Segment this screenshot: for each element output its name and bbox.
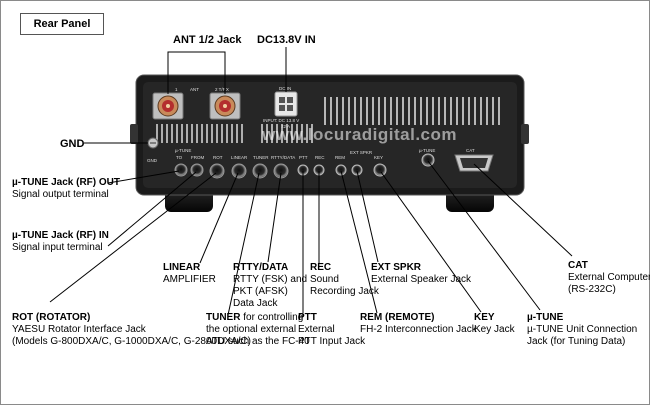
tuner-jack [253,164,267,178]
tune-out-desc: Signal output terminal [12,189,109,200]
tuner-panel-label: TUNER [253,155,269,160]
cat-connector [455,155,493,171]
rec-panel-label: REC [315,155,325,160]
rem-jack [336,165,346,175]
key-jack [374,164,386,176]
rec-desc-1: Sound [310,274,339,285]
right-bumper [521,124,529,144]
ptt-panel-label: PTT [299,155,308,160]
cat-panel-label: CAT [466,148,475,153]
key-panel-label: KEY [374,155,383,160]
ant-2-connector [210,93,240,119]
tune-right-title: µ-TUNE [527,312,564,323]
gnd-title: GND [60,138,85,150]
cat-desc-2: (RS-232C) [568,284,616,295]
gnd-screw [148,138,158,148]
tuner-title-line: TUNER for controlling [206,312,303,323]
rec-desc-2: Recording Jack [310,286,380,297]
rtty-panel-label: RTTY/DATA [271,155,295,160]
tune-right-desc-1: µ-TUNE Unit Connection [527,324,637,335]
left-bumper [130,124,138,144]
rem-panel-label: REM [335,155,345,160]
tuner-title-rest: for controlling [240,312,303,323]
tune-right-desc-2: Jack (for Tuning Data) [527,336,625,347]
rtty-desc-2: PKT (AFSK) [233,286,288,297]
ant-title: ANT 1/2 Jack [173,34,242,46]
tune-right-panel-label: µ-TUNE [419,148,435,153]
tune-in-title: µ-TUNE Jack (RF) IN [12,230,109,241]
ext-spkr-jack [352,165,362,175]
ext-spkr-title: EXT SPKR [371,262,422,273]
rem-title: REM (REMOTE) [360,312,434,323]
linear-panel-label: LINEAR [231,155,248,160]
from-panel-label: FROM [191,155,204,160]
dc-in-panel-label: DC IN [279,86,291,91]
to-panel-label: TO [176,155,183,160]
tune-group-panel-label: µ-TUNE [175,148,191,153]
tuner-desc-2: ATU such as the FC-40 [206,336,310,347]
rec-title: REC [310,262,331,273]
ptt-title: PTT [298,312,317,323]
ext-spkr-desc: External Speaker Jack [371,274,472,285]
rem-desc: FH-2 Interconnection Jack [360,324,478,335]
key-desc: Key Jack [474,324,516,335]
ant-1-connector [153,93,183,119]
dc-in-connector [275,92,297,116]
linear-title: LINEAR [163,262,201,273]
watermark: www.locuradigital.com [261,125,457,144]
ext-spkr-panel-label: EXT SPKR [350,150,373,155]
rtty-desc-1: RTTY (FSK) and [233,274,307,285]
tune-in-desc: Signal input terminal [12,242,103,253]
cat-desc-1: External Computer [568,272,650,283]
rot-title: ROT (ROTATOR) [12,312,90,323]
key-title: KEY [474,312,495,323]
dc-title: DC13.8V IN [257,34,316,46]
ant-2-panel-label: 2 T/RX [215,87,229,92]
ptt-desc-2: PTT Input Jack [298,336,366,347]
tune-right-jack [422,154,434,166]
rot-panel-label: ROT [213,155,223,160]
rtty-desc-3: Data Jack [233,298,278,309]
tuner-title: TUNER [206,312,241,323]
ptt-desc-1: External [298,324,335,335]
tune-out-jack [175,164,187,176]
gnd-panel-label: GND [147,158,158,163]
rot-desc-1: YAESU Rotator Interface Jack [12,324,147,335]
cat-title: CAT [568,260,588,271]
tune-out-title: µ-TUNE Jack (RF) OUT [12,177,120,188]
ant-panel-label: ANT [190,87,199,92]
tuner-desc-1: the optional external [206,324,296,335]
rtty-title: RTTY/DATA [233,262,288,273]
linear-desc: AMPLIFIER [163,274,216,285]
linear-jack [232,164,246,178]
input-spec-panel-label: INPUT: DC 13.8 V [263,118,299,123]
